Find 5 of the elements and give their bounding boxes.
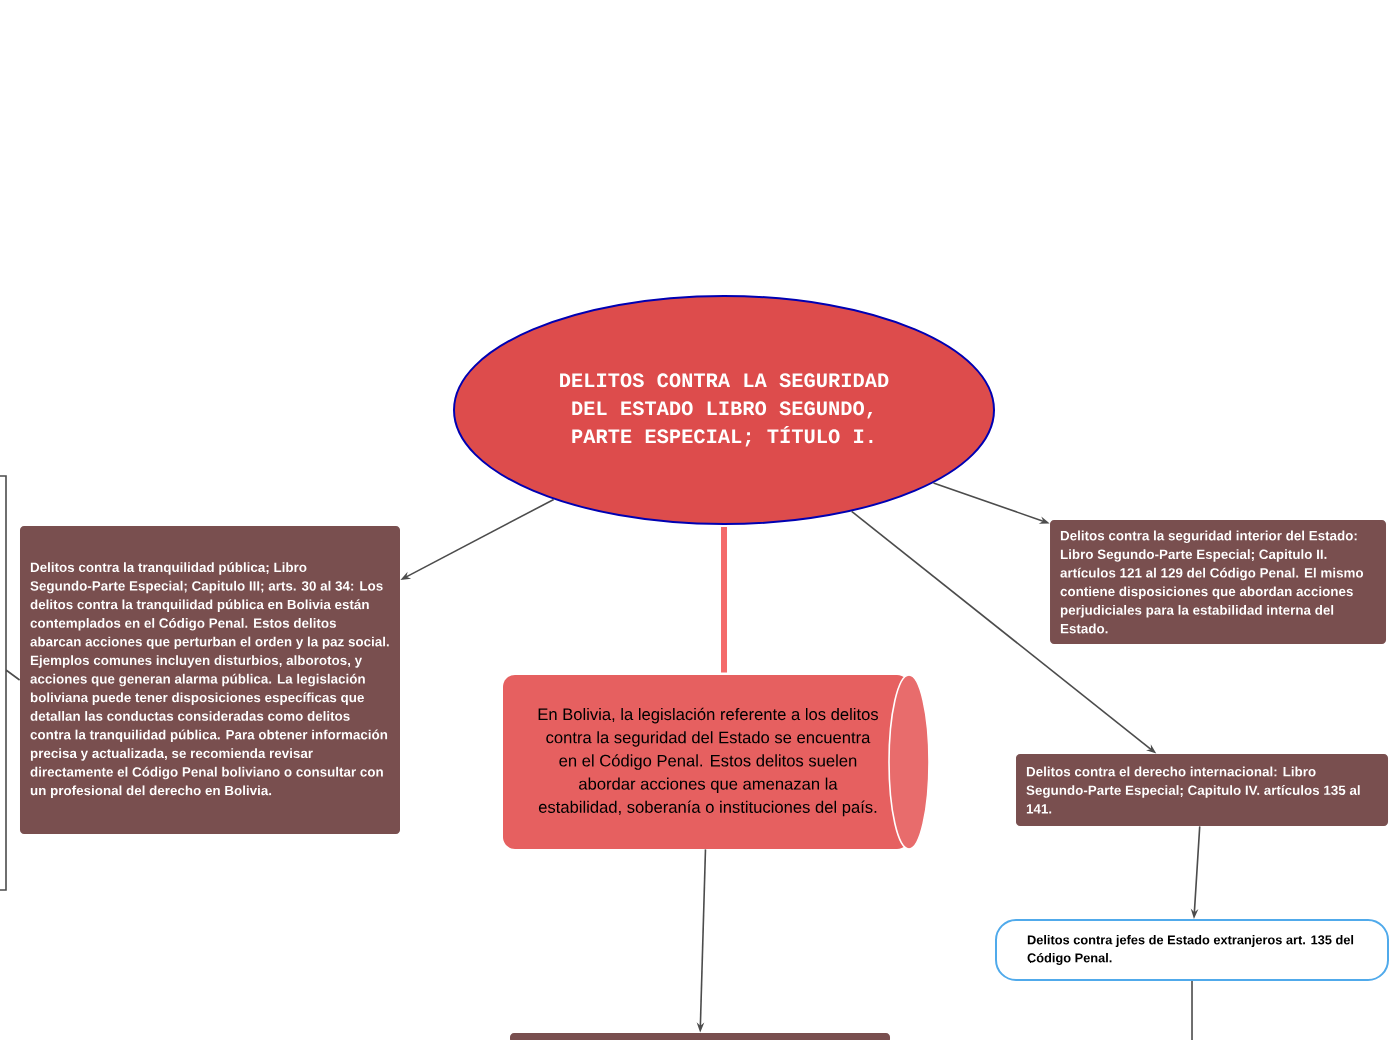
connector bbox=[721, 527, 727, 673]
cylinder-box: En Bolivia, la legislación referente a los delitos contra la seguridad del Estado se encuentra en el Código Penal. Estos delitos suelen abordar acciones que amenazan la estabilidad, soberanía o instituciones del país. bbox=[503, 674, 930, 850]
box bbox=[510, 1033, 890, 1040]
bracket-connector bbox=[0, 475, 21, 891]
connector bbox=[1191, 980, 1193, 1040]
